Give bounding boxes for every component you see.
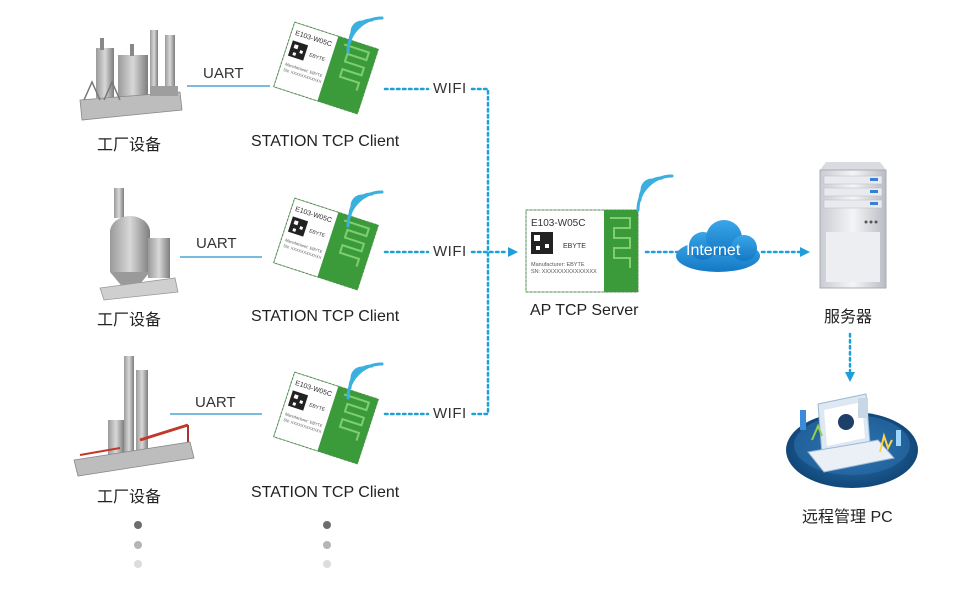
wifi-links bbox=[383, 87, 510, 416]
factory-icon-1 bbox=[79, 30, 183, 121]
remote-pc-label: 远程管理 PC bbox=[802, 509, 893, 526]
more-modules-dots bbox=[323, 521, 331, 568]
ap-server-module: E103-W05C EBYTE Manufacturer: EBYTE SN: … bbox=[525, 174, 674, 293]
internet-label: Internet bbox=[686, 242, 741, 259]
wifi-label-3: WIFI bbox=[433, 405, 467, 422]
client-label-3: STATION TCP Client bbox=[251, 484, 400, 501]
arrow-to-ap bbox=[508, 247, 518, 257]
client-label-1: STATION TCP Client bbox=[251, 133, 400, 150]
station-module-1 bbox=[272, 16, 384, 115]
wifi-label-1: WIFI bbox=[433, 80, 467, 97]
factory-icon-3 bbox=[73, 356, 195, 477]
arrow-to-pc bbox=[845, 372, 855, 382]
device-label-1: 工厂设备 bbox=[97, 137, 162, 154]
more-devices-dots bbox=[134, 521, 142, 568]
client-label-2: STATION TCP Client bbox=[251, 308, 400, 325]
ap-serial-text: SN: XXXXXXXXXXXXXXX bbox=[531, 269, 597, 275]
ap-manufacturer-text: Manufacturer: EBYTE bbox=[531, 262, 585, 268]
internet-cloud bbox=[676, 220, 760, 272]
uart-label-1: UART bbox=[203, 65, 244, 82]
factory-icon-2 bbox=[99, 188, 179, 301]
device-label-2: 工厂设备 bbox=[97, 312, 162, 329]
remote-pc-icon bbox=[786, 393, 918, 488]
ap-server-label: AP TCP Server bbox=[530, 302, 639, 319]
station-module-3 bbox=[272, 362, 384, 465]
uart-label-3: UART bbox=[195, 394, 236, 411]
station-module-2 bbox=[272, 190, 384, 291]
ap-brand-text: EBYTE bbox=[563, 243, 586, 250]
wifi-label-2: WIFI bbox=[433, 243, 467, 260]
uart-label-2: UART bbox=[196, 235, 237, 252]
ap-model-text: E103-W05C bbox=[531, 218, 585, 229]
server-icon bbox=[819, 162, 887, 289]
server-label: 服务器 bbox=[824, 309, 873, 326]
device-label-3: 工厂设备 bbox=[97, 489, 162, 506]
arrow-to-server bbox=[800, 247, 810, 257]
